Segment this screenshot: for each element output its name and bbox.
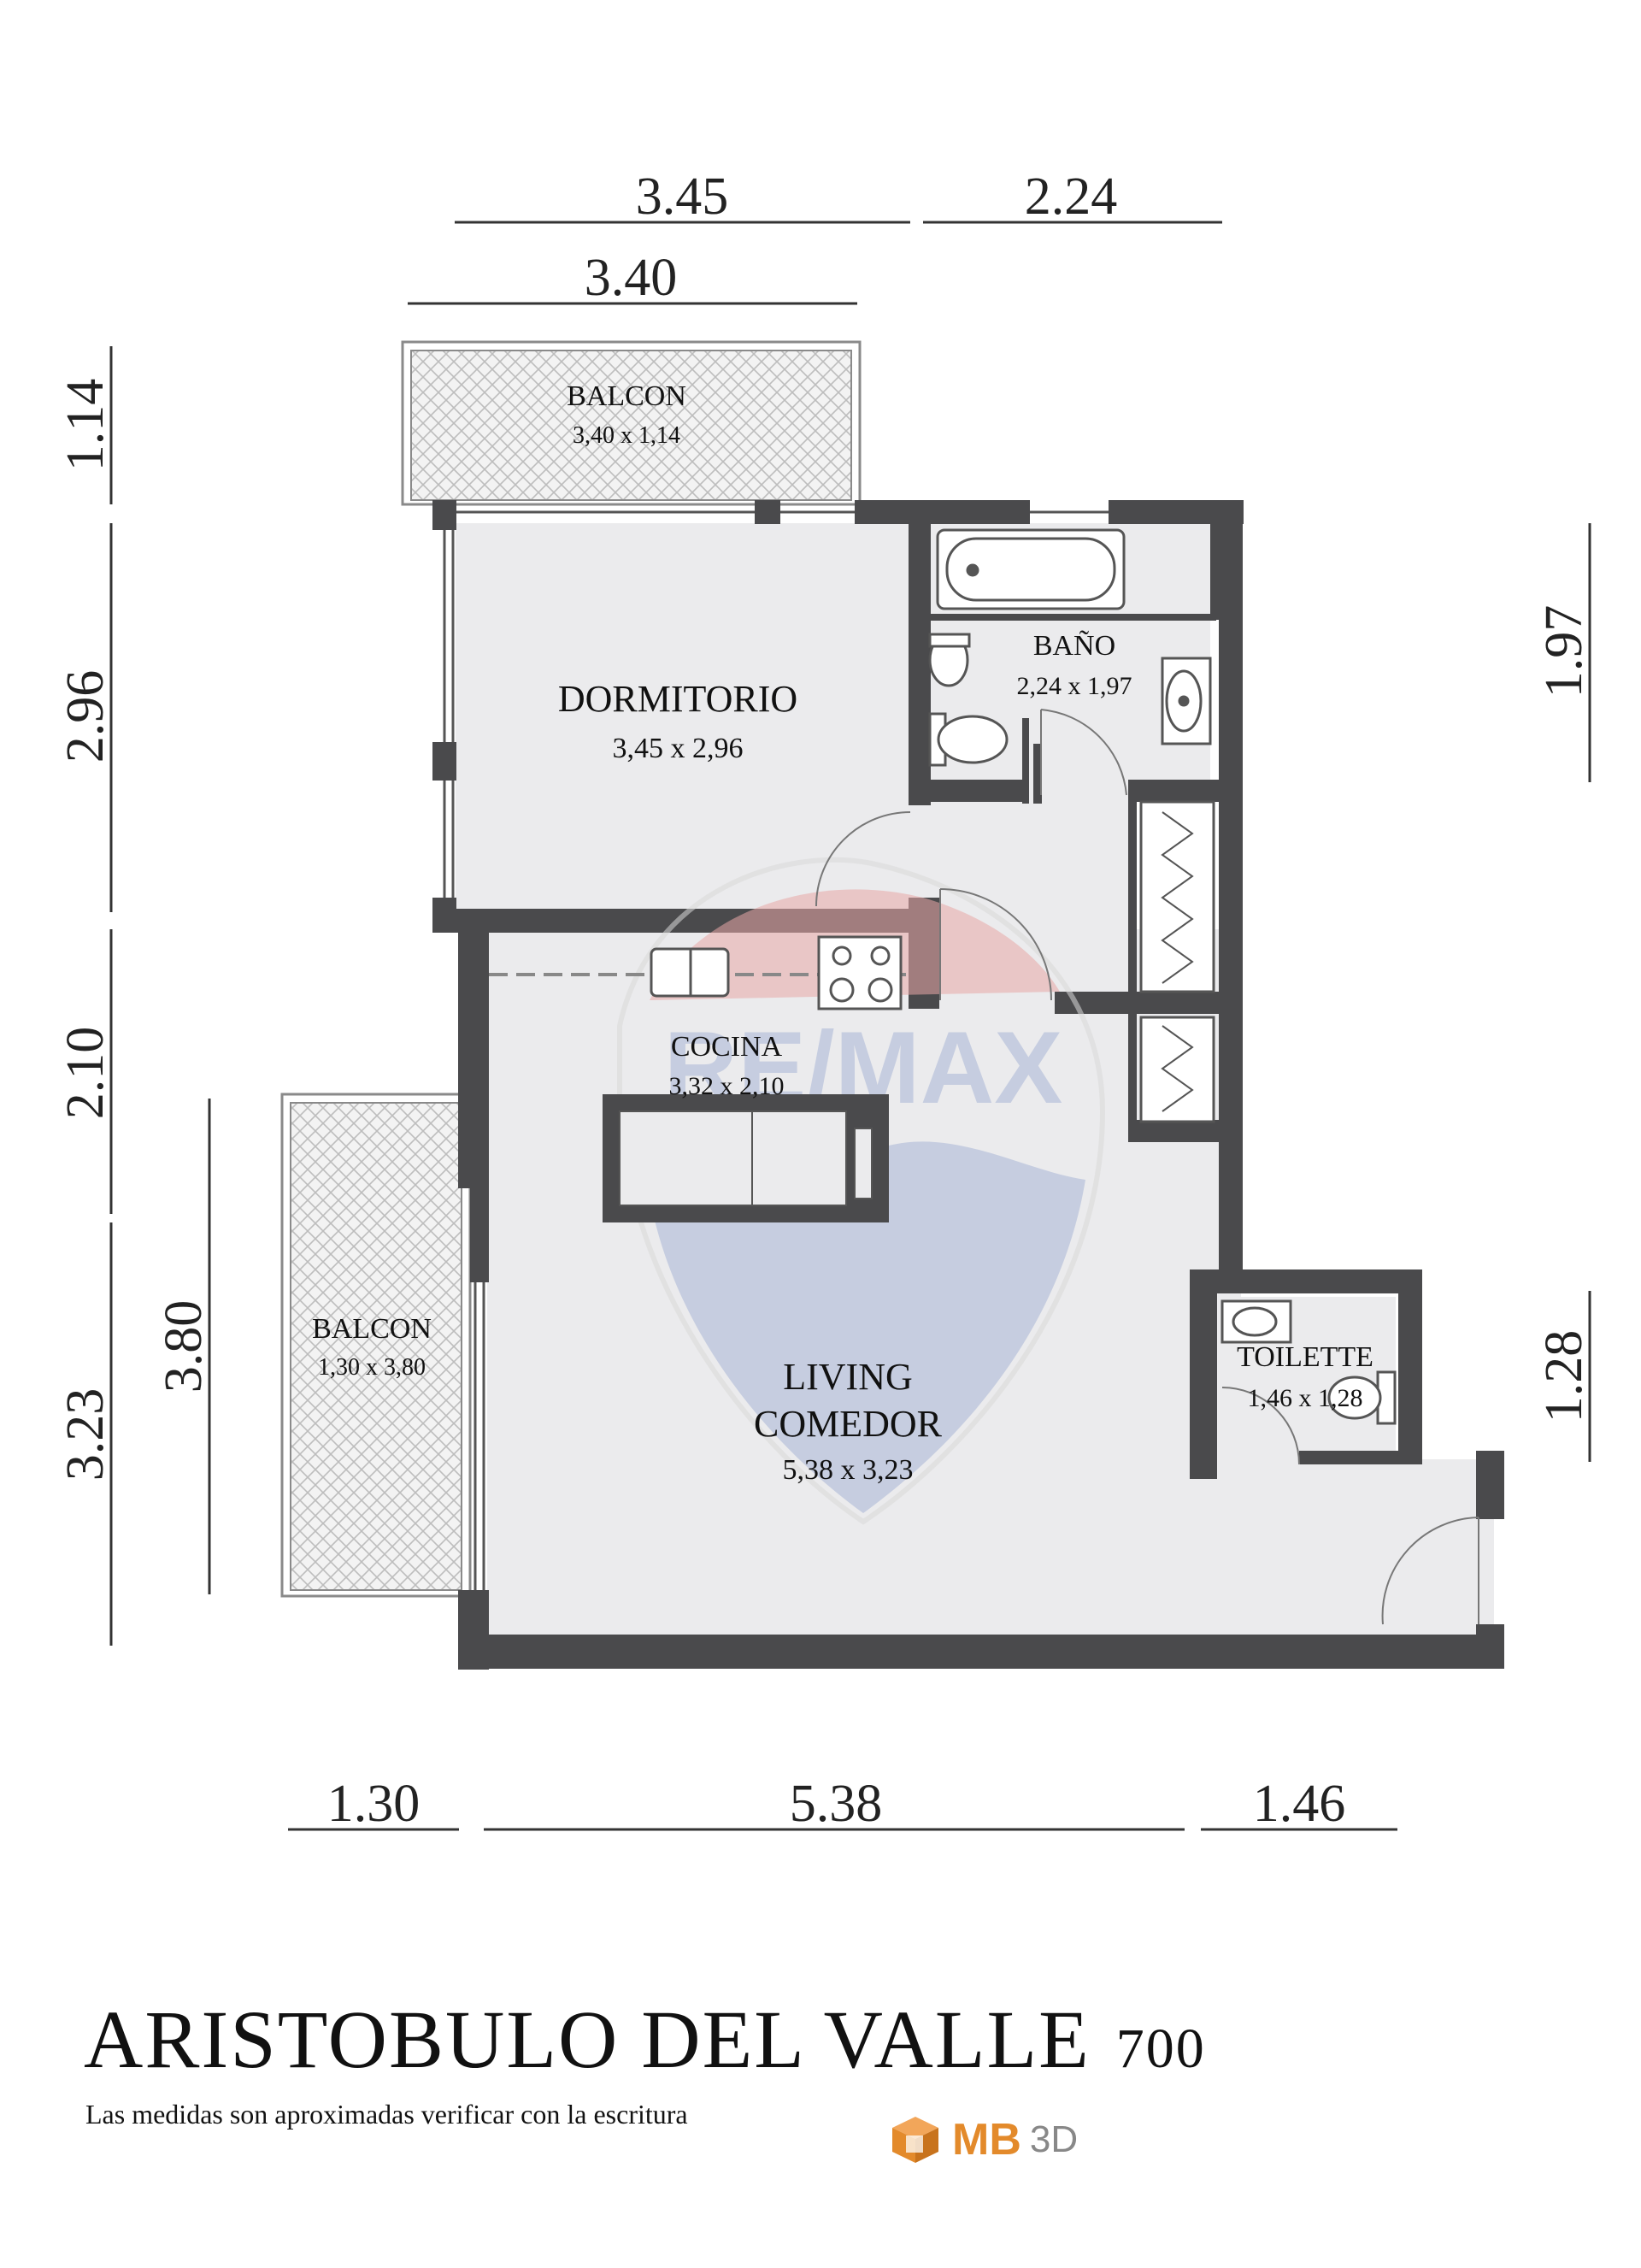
dim-right-1: 1.97 (1535, 605, 1593, 698)
cocina-name: COCINA (671, 1031, 783, 1063)
kitchen-sink-icon (650, 947, 730, 998)
cocina-size: 3,32 x 2,10 (669, 1072, 785, 1100)
floor-areas (456, 523, 1494, 1635)
dim-top-3: 3.40 (585, 249, 678, 307)
dormitorio-size: 3,45 x 2,96 (613, 733, 744, 764)
room-labels: BALCON 3,40 x 1,14 DORMITORIO 3,45 x 2,9… (312, 380, 1373, 1486)
dim-top-2: 2.24 (1025, 168, 1118, 226)
dim-bottom-3: 1.46 (1253, 1775, 1346, 1833)
dim-top-1: 3.45 (636, 168, 729, 226)
cube-icon (892, 2117, 938, 2163)
balcon-top-size: 3,40 x 1,14 (573, 422, 680, 449)
dormitorio-floor (456, 523, 909, 912)
cooktop-icon (817, 935, 903, 1010)
toilette-toilet-icon (1327, 1370, 1397, 1425)
living-name: LIVING (783, 1356, 913, 1398)
bathtub-icon (936, 528, 1126, 610)
mb3d-logo: MB 3D (889, 2110, 1078, 2170)
dim-left-inner: 3.80 (155, 1300, 213, 1393)
bano-name: BAÑO (1033, 630, 1115, 662)
street-number: 700 (1115, 2018, 1206, 2080)
living-size: 5,38 x 3,23 (783, 1454, 914, 1486)
logo-3d: 3D (1029, 2118, 1079, 2160)
bidet-icon (928, 633, 971, 687)
balcon-top-area (401, 340, 862, 506)
windows (443, 510, 1109, 1590)
dim-left-4: 3.23 (56, 1388, 115, 1482)
fixtures (489, 528, 1397, 1425)
dim-left-2: 2.96 (56, 670, 115, 763)
remax-watermark: RE/MAX (617, 857, 1106, 1525)
dim-right-2: 1.28 (1535, 1330, 1593, 1423)
dim-bottom-1: 1.30 (327, 1775, 421, 1833)
bano-size: 2,24 x 1,97 (1017, 672, 1132, 700)
balcon-left-size: 1,30 x 3,80 (318, 1354, 426, 1381)
toilette-sink-icon (1220, 1299, 1292, 1344)
dim-bottom-2: 5.38 (790, 1775, 883, 1833)
toilette-name: TOILETTE (1237, 1341, 1373, 1373)
dimension-labels: 3.45 2.24 3.40 1.14 2.96 2.10 3.23 3.80 … (56, 168, 1593, 1833)
dimension-lines (109, 221, 1591, 1831)
comedor-name: COMEDOR (754, 1403, 943, 1445)
address-title: ARISTOBULO DEL VALLE 700 (84, 1992, 1206, 2087)
toilette-size: 1,46 x 1,28 (1248, 1384, 1363, 1412)
closets (1139, 800, 1215, 1123)
dim-left-1: 1.14 (56, 379, 115, 472)
bathroom-sink-icon (1161, 657, 1212, 745)
street-name: ARISTOBULO DEL VALLE (84, 1994, 1091, 2085)
dim-left-3: 2.10 (56, 1027, 115, 1120)
kitchen-island (603, 1094, 889, 1222)
doors (815, 709, 1479, 1625)
logo-mb: MB (952, 2115, 1021, 2165)
closet-lower (1139, 1016, 1215, 1123)
balcon-top-name: BALCON (567, 380, 686, 412)
dormitorio-name: DORMITORIO (558, 678, 797, 720)
closet-upper (1139, 800, 1215, 993)
balcon-left-name: BALCON (312, 1313, 432, 1345)
measurement-note: Las medidas son aproximadas verificar co… (85, 2099, 688, 2130)
toilet-icon (928, 712, 1009, 767)
balcon-left-area (280, 1093, 472, 1598)
entry-floor (1212, 1459, 1494, 1635)
